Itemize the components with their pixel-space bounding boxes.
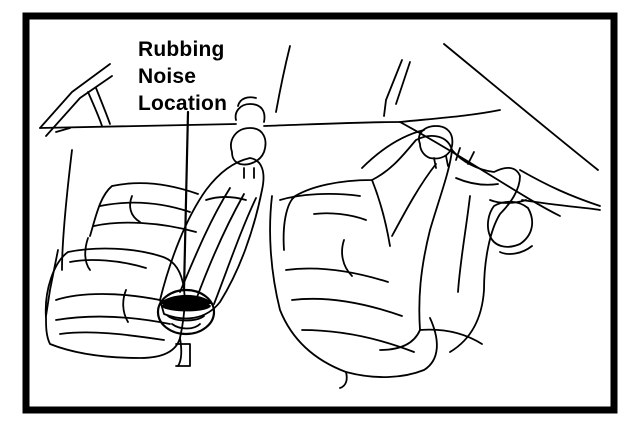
callout-leader-line — [182, 110, 190, 292]
callout-line-2: Noise — [138, 65, 197, 88]
left-rear-seat — [84, 182, 199, 271]
callout-line-1: Rubbing — [138, 38, 225, 61]
callout-line-3: Location — [138, 92, 228, 115]
rubbing-noise-marker — [156, 110, 216, 336]
right-rear-seat — [419, 147, 534, 353]
rubbing-noise-callout: Rubbing Noise Location — [138, 36, 227, 117]
door-outline — [45, 149, 73, 317]
window-outline — [39, 43, 601, 217]
diagram-frame — [22, 12, 618, 414]
noise-location-ellipse — [156, 288, 216, 336]
left-front-seat — [44, 96, 267, 367]
right-front-seat — [269, 125, 454, 389]
